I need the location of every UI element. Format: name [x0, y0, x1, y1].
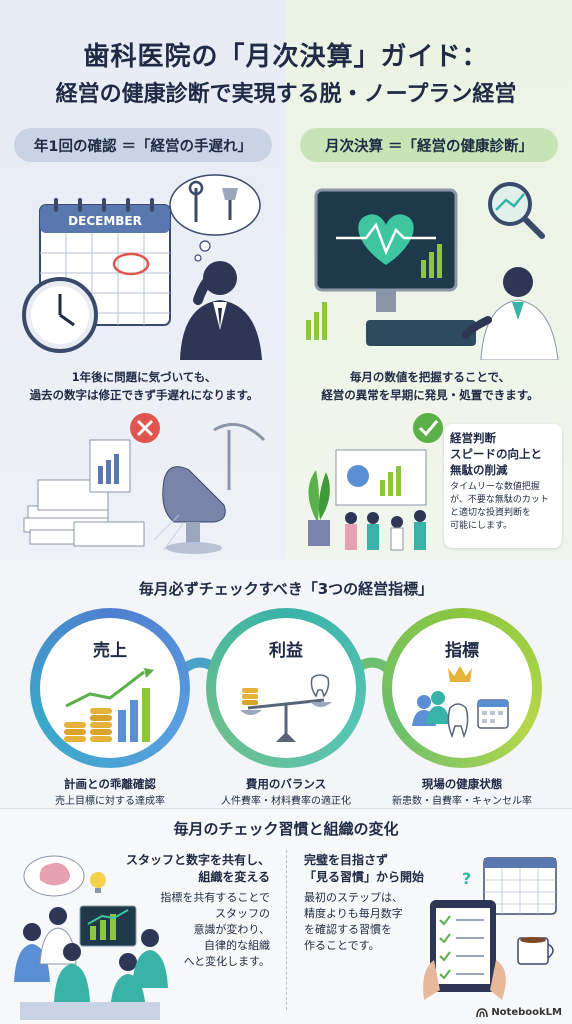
card-title-2: スピードの向上と — [450, 447, 542, 461]
balance-scale-icon — [240, 674, 332, 742]
monthly-caption-line-1: 毎月の数値を把握することで、 — [349, 370, 511, 384]
notebooklm-logo-icon — [476, 1007, 489, 1017]
logo-text: NotebookLM — [491, 1007, 562, 1018]
metrics-section-title: 毎月必ずチェックすべき「3つの経営指標」 — [138, 580, 434, 598]
indicator-ring: 指標 — [382, 608, 542, 768]
checklist-tablet-illustration: ? — [423, 857, 557, 1000]
clock-icon — [22, 277, 98, 353]
calendar-icon — [483, 857, 557, 915]
plant-icon — [308, 470, 330, 546]
presentation-board-icon — [335, 449, 427, 506]
share-body-4: 自律的な組織 — [204, 939, 270, 952]
lightbulb-icon — [90, 872, 106, 893]
monitor-icon — [314, 188, 476, 346]
decision-speed-card: 経営判断 スピードの向上と 無駄の削減 タイムリーな数値把握 が、不要な無駄のカ… — [444, 424, 562, 548]
annual-check-label: 年1回の確認 ＝「経営の手遅れ」 — [14, 128, 272, 162]
question-mark-icon: ? — [462, 869, 471, 888]
habit-section-title: 毎月のチェック習慣と組織の変化 — [173, 820, 399, 838]
share-body-2: スタッフの — [215, 907, 270, 920]
sales-ring: 売上 — [30, 608, 190, 768]
share-body-1: 指標を共有することで — [160, 891, 270, 904]
team-members-icon — [345, 510, 426, 551]
sales-label: 売上 — [93, 641, 127, 661]
card-body-4: 可能にします。 — [450, 521, 513, 531]
card-body-3: と適切な投資判断を — [450, 508, 532, 518]
card-body-2: が、不要な無駄のカット — [450, 495, 549, 505]
profit-label: 利益 — [269, 641, 303, 661]
share-heading-2: 組織を変える — [198, 870, 270, 884]
health-monitor-illustration — [306, 182, 559, 360]
indicator-metric-sub: 新患数・自費率・キャンセル率 — [392, 796, 532, 807]
bar-chart-icon — [306, 302, 327, 340]
dashboard-screen-icon — [79, 905, 137, 947]
indicator-label: 指標 — [445, 641, 479, 661]
doctor-icon — [462, 267, 559, 360]
page-title: 歯科医院の「月次決算」ガイド： — [83, 42, 489, 72]
profit-metric-sub: 人件費率・材料費率の適正化 — [221, 796, 351, 807]
calendar-clock-illustration: DECEMBER — [22, 174, 262, 360]
habit-body-4: 作ることです。 — [304, 939, 380, 952]
card-body-1: タイムリーな数値把握 — [450, 482, 540, 492]
coffee-cup-icon — [517, 937, 554, 965]
habit-heading-2: 「見る習慣」から開始 — [304, 870, 425, 884]
share-heading-1: スタッフと数字を共有し、 — [125, 853, 270, 867]
sales-metric-title: 計画との乖離確認 — [64, 777, 156, 791]
notebooklm-logo: NotebookLM — [476, 1007, 562, 1018]
page-subtitle: 経営の健康診断で実現する脱・ノープラン経営 — [55, 82, 517, 107]
bottom-divider — [286, 850, 287, 1010]
brain-thought-icon — [23, 855, 85, 897]
team-meeting-illustration — [308, 413, 443, 551]
card-title-3: 無駄の削減 — [450, 463, 508, 477]
document-stack-icon — [23, 439, 145, 547]
magnifier-icon — [488, 182, 545, 239]
svg-text:?: ? — [462, 869, 471, 888]
neglected-documents-chair-illustration — [23, 413, 266, 554]
rising-coins-chart-icon — [64, 668, 154, 742]
indicator-metric-title: 現場の健康状態 — [421, 777, 503, 791]
worried-man-icon — [180, 261, 262, 360]
sales-metric-sub: 売上目標に対する達成率 — [55, 796, 165, 807]
annual-caption-line-1: 1年後に問題に気づいても、 — [71, 370, 217, 384]
habit-heading-1: 完璧を目指さず — [304, 853, 389, 867]
profit-ring: 利益 — [206, 608, 366, 768]
cross-icon — [130, 413, 160, 443]
share-body-5: へと変化します。 — [183, 955, 270, 968]
monthly-closing-label: 月次決算 ＝「経営の健康診断」 — [300, 128, 558, 162]
staff-sharing-illustration — [14, 855, 168, 1020]
dental-tools-thought-bubble — [169, 174, 261, 262]
habit-body-3: を確認する習慣を — [304, 923, 392, 936]
calendar-month: DECEMBER — [68, 214, 142, 228]
dental-chair-icon — [153, 422, 266, 554]
card-title-1: 経営判断 — [450, 431, 496, 445]
monthly-caption-line-2: 経営の異常を早期に発見・処置できます。 — [321, 388, 539, 402]
profit-metric-title: 費用のバランス — [245, 777, 327, 791]
annual-caption-line-2: 過去の数字は修正できず手遅れになります。 — [29, 388, 259, 402]
habit-body-1: 最初のステップは、 — [304, 891, 403, 904]
check-icon — [413, 413, 443, 443]
tablet-checklist-icon — [423, 900, 506, 1000]
patients-tooth-calendar-icon — [412, 666, 509, 739]
share-body-3: 意識が変わり、 — [193, 923, 270, 936]
habit-body-2: 精度よりも毎月数字 — [304, 907, 403, 920]
